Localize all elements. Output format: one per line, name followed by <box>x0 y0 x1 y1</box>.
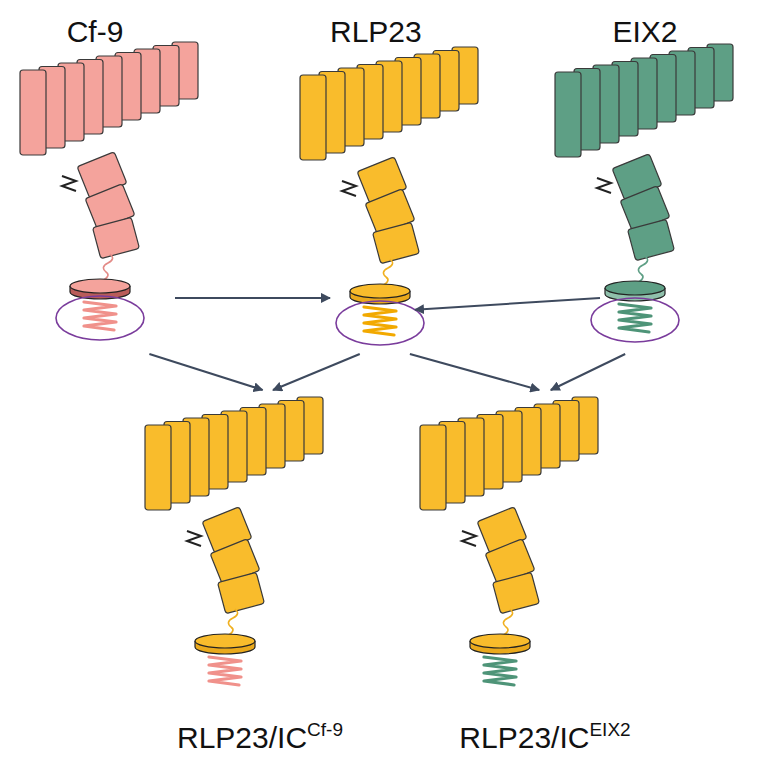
cf9-receptor <box>20 42 198 330</box>
construct-label: RLP23/ICCf-9 <box>130 720 390 760</box>
receptor-node: Cf-9 <box>15 14 175 354</box>
construct-label: RLP23/ICEIX2 <box>400 720 690 760</box>
receptor-node: RLP23 <box>330 14 415 354</box>
rlp23-receptor <box>300 47 478 335</box>
arrow-connector <box>410 354 539 390</box>
receptor-name: Cf-9 <box>15 14 175 50</box>
chimera-receptor <box>420 397 598 685</box>
domain-highlight <box>56 296 144 340</box>
construct-name: RLP23/IC <box>177 721 307 754</box>
construct-name: RLP23/IC <box>459 721 589 754</box>
arrow-connector <box>149 354 262 390</box>
arrow-connector <box>551 354 625 390</box>
receptor-name: RLP23 <box>330 14 415 50</box>
receptor-node: EIX2 <box>600 14 690 354</box>
domain-highlight <box>591 298 679 342</box>
superscript-label: Cf-9 <box>307 719 343 740</box>
arrow-connector <box>415 298 600 310</box>
superscript-label: EIX2 <box>589 719 630 740</box>
arrow-connector <box>273 354 360 390</box>
domain-highlight <box>336 301 424 345</box>
chimera-receptor <box>145 397 323 685</box>
chimera-receptor-node: RLP23/ICCf-9 <box>130 390 390 760</box>
arrow-connector <box>175 297 330 299</box>
receptor-name: EIX2 <box>600 14 690 50</box>
eix2-receptor <box>555 44 733 332</box>
chimera-receptor-node: RLP23/ICEIX2 <box>400 390 690 760</box>
